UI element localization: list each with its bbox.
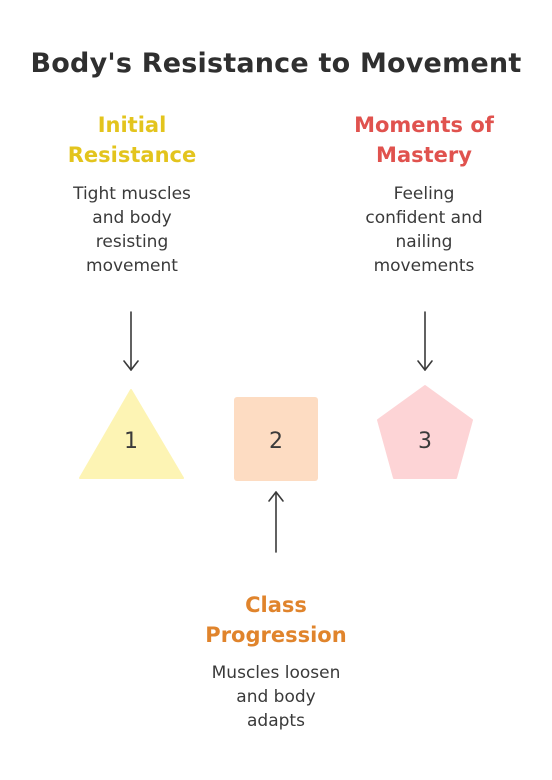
stage-2-heading-line-2: Progression	[205, 623, 347, 647]
stage-1-desc-line: and body	[92, 208, 172, 228]
stage-3-number: 3	[418, 429, 432, 454]
stage-2-desc-line: Muscles loosen	[211, 663, 341, 683]
stage-1-heading-line-1: Initial	[97, 113, 167, 137]
stage-3-desc-line: movements	[373, 256, 475, 276]
square-icon: 2	[234, 397, 318, 481]
arrow-down-icon	[417, 311, 433, 371]
diagram-title: Body's Resistance to Movement	[30, 48, 522, 79]
stage-1-heading-line-2: Resistance	[67, 143, 197, 167]
stage-1-description: Tight muscles and body resisting movemen…	[32, 182, 232, 278]
stage-3-desc-line: Feeling	[393, 184, 455, 204]
stage-3-heading-line-2: Mastery	[376, 143, 472, 167]
stage-2-desc-line: and body	[236, 687, 316, 707]
stage-3-desc-line: nailing	[395, 232, 453, 252]
stage-2-desc-line: adapts	[247, 711, 305, 731]
stage-3-heading-line-1: Moments of	[354, 113, 494, 137]
stage-1-desc-line: resisting	[95, 232, 169, 252]
stage-2-number: 2	[269, 429, 283, 454]
stage-2-heading-line-1: Class	[245, 593, 307, 617]
stage-1-desc-line: movement	[86, 256, 178, 276]
stage-3-heading: Moments of Mastery	[324, 110, 524, 170]
stage-1-heading: Initial Resistance	[32, 110, 232, 170]
arrow-up-icon	[268, 491, 284, 553]
stage-1-number: 1	[124, 429, 138, 454]
stage-3-description: Feeling confident and nailing movements	[324, 182, 524, 278]
stage-2-heading: Class Progression	[176, 590, 376, 650]
pentagon-icon: 3	[377, 385, 473, 479]
stage-3-desc-line: confident and	[365, 208, 483, 228]
arrow-down-icon	[123, 311, 139, 371]
triangle-icon: 1	[79, 389, 184, 479]
stage-1-desc-line: Tight muscles	[73, 184, 191, 204]
stage-2-description: Muscles loosen and body adapts	[176, 661, 376, 733]
